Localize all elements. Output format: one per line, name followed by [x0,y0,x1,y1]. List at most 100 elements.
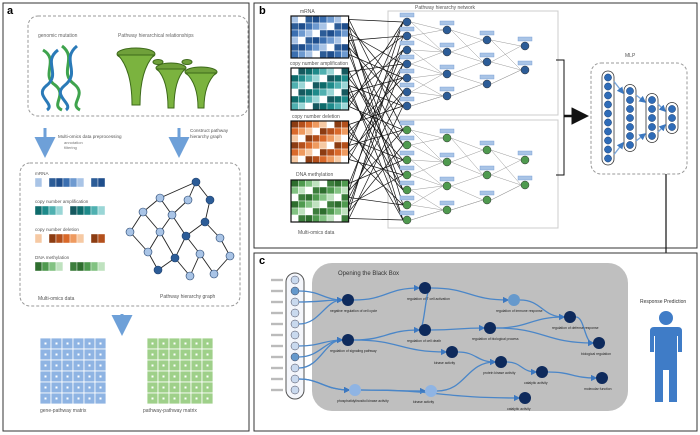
omics-matrix-cell [326,74,335,83]
pathway-node [520,41,530,51]
omics-matrix-cell [334,15,342,24]
pathway-label-box [479,190,495,196]
pathway-node [520,155,530,165]
step-construct-sub: hierarchy graph [190,134,222,139]
layer-edge [450,61,484,75]
omics-matrix-cell [290,88,299,97]
layer-edge [410,91,444,97]
omics-matrix-cell [312,15,321,24]
omics-matrix-cell [334,179,342,188]
panel-a-omics-tracks [34,177,106,272]
layer-edge [410,77,444,97]
a-omics-label-del: copy number deletion [35,227,79,232]
mlp-arrow [613,141,624,155]
pathway-label-box [439,128,455,134]
pathway-label-box [479,74,495,80]
omics-matrix-border [290,67,350,111]
pathway-network-layers [399,12,533,225]
omics-cell [97,233,106,244]
mlp-neuron [626,96,634,104]
pathway-label-box [439,176,455,182]
pathway-node [482,79,492,89]
pathway-node [402,45,412,55]
omics-matrix-cell [334,200,342,209]
omics-matrix-cell [319,141,328,150]
input-feature-column [271,275,300,395]
omics-matrix-cell [298,200,306,209]
omics-cell [62,261,71,272]
omics-matrix-cell [312,95,321,104]
layer-edge [410,51,444,65]
pathway-pathway-mark [151,375,154,378]
omics-matrix-cell [326,120,335,129]
omics-matrix-cell [305,102,313,111]
omics-matrix-cell [326,15,335,24]
input-feature-label [271,377,283,381]
pathway-hierarchy-caption: Pathway hierarchical relationships [118,33,194,39]
omics-matrix-cell [305,134,313,143]
omics-cell [90,177,99,188]
omics-cell [41,261,50,272]
omics-matrix-cell [305,179,313,188]
omics-matrix-cell [326,102,335,111]
omics-cell [76,261,85,272]
pathway-node [442,181,452,191]
explanation-node-label: regulation of biological process [472,337,519,341]
omics-matrix-cell [341,155,349,164]
gene-pathway-mark [88,364,91,367]
omics-matrix-cell [326,88,335,97]
omics-cell [55,261,64,272]
layer-edge [490,184,522,201]
mlp-neuron [648,114,656,122]
omics-matrix-cell [298,207,306,216]
pathway-label-box [479,165,495,171]
graph-node [225,251,235,261]
mlp-neuron [648,96,656,104]
input-edge [348,21,404,191]
omics-cell [55,205,64,216]
omics-matrix-cell [341,200,349,209]
omics-matrix-cell [305,200,313,209]
mlp-neuron [668,114,676,122]
mlp-neuron [648,123,656,131]
omics-cell [62,233,71,244]
input-edge [348,85,404,221]
step-construct-label: Construct pathway [190,128,229,133]
omics-matrix-cell [290,102,299,111]
mlp-network [601,70,679,166]
explanation-node [425,385,437,397]
layer-edge [410,95,444,107]
omics-matrix-cell [319,36,328,45]
omics-matrix-cell [334,155,342,164]
explanation-node [593,337,605,349]
omics-matrix-cell [298,148,306,157]
explanation-node [495,356,507,368]
pathway-node [402,59,412,69]
pathway-node [442,69,452,79]
omics-matrix-cell [312,36,321,45]
omics-matrix-cell [341,186,349,195]
pathway-label-box [399,165,415,171]
omics-matrix-cell [305,120,313,129]
omics-matrix-cell [319,186,328,195]
omics-matrix-cell [319,15,328,24]
pathway-pathway-mark [173,375,176,378]
omics-matrix-cell [341,102,349,111]
explanation-node-label: protein kinase activity [483,371,516,375]
graph-node [205,195,215,205]
input-edge [348,105,404,219]
input-flow-edge [298,296,344,325]
b-omics-label-del: copy number deletion [292,114,340,120]
mlp-caption: MLP [625,53,636,59]
omics-matrix-cell [290,127,299,136]
gene-pathway-mark [77,375,80,378]
omics-matrix-cell [298,134,306,143]
panel-b: b mRNA copy number amplification copy nu… [253,2,698,289]
layer-edge [410,29,444,37]
layer-edge [450,161,484,176]
omics-matrix-cell [305,95,313,104]
graph-node [200,217,210,227]
mlp-neuron [668,105,676,113]
pathway-pathway-mark [184,353,187,356]
pathway-label-box [399,26,415,32]
